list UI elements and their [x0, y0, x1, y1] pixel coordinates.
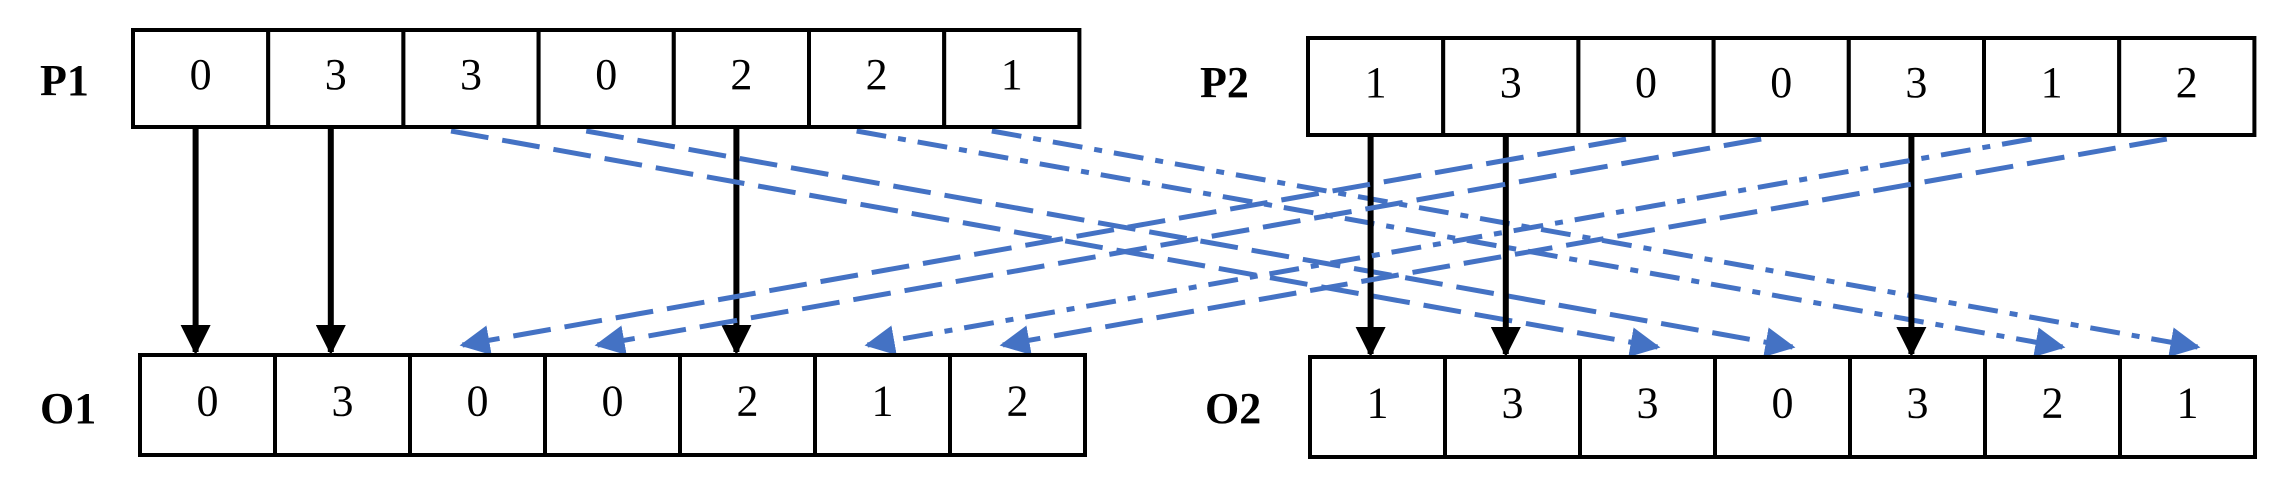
o2-cell-value-3: 0: [1772, 379, 1794, 428]
parent-2-cells: 1 3 0 0 3 1 2: [1306, 36, 2257, 137]
p1-cell-value-2: 3: [460, 50, 482, 99]
offspring-2-cells: 1 3 3 0 3 2 1: [1308, 355, 2257, 459]
p2-cell-4: [1846, 36, 1987, 137]
p1-cell-6: [942, 28, 1082, 129]
o2-cell-3: [1713, 355, 1852, 459]
o1-cell-2: [408, 353, 547, 457]
o1-cell-3: [543, 353, 682, 457]
p1-cell-3: [536, 28, 676, 129]
p2-cell-value-6: 2: [2176, 58, 2198, 107]
offspring-2-label: O2: [1205, 384, 1261, 433]
o1-cell-value-6: 2: [1007, 377, 1029, 426]
offspring-2-row: O2 1 3 3 0 3 2 1: [1205, 355, 2257, 459]
p2-cell-value-4: 3: [1905, 58, 1927, 107]
p2-cell-6: [2117, 36, 2257, 137]
o1-cell-value-3: 0: [602, 377, 624, 426]
o2-cell-6: [2118, 355, 2257, 459]
o1-cell-value-2: 0: [467, 377, 489, 426]
o1-cell-6: [948, 353, 1087, 457]
o1-cell-value-4: 2: [737, 377, 759, 426]
parent-2-label: P2: [1200, 58, 1249, 107]
o2-cell-value-6: 1: [2177, 379, 2199, 428]
arrow-p2-3-to-o1-3: [594, 136, 1762, 356]
o2-cell-value-0: 1: [1367, 379, 1389, 428]
parent-2-row: P2 1 3 0 0 3 1 2: [1200, 36, 2257, 137]
p2-cell-value-0: 1: [1365, 58, 1387, 107]
o1-cell-value-1: 3: [332, 377, 354, 426]
arrow-p1-3-to-o2-3: [585, 128, 1796, 358]
o2-cell-0: [1308, 355, 1447, 459]
o1-cell-5: [813, 353, 952, 457]
o2-cell-value-1: 3: [1502, 379, 1524, 428]
o2-cell-5: [1983, 355, 2122, 459]
p1-cell-value-3: 0: [595, 50, 617, 99]
p2-cell-0: [1306, 36, 1446, 137]
arrow-p2-5-to-o1-5: [864, 136, 2033, 356]
o1-cell-value-0: 0: [197, 377, 219, 426]
p2-cell-value-2: 0: [1635, 58, 1657, 107]
p2-cell-2: [1576, 36, 1716, 137]
p1-cell-value-4: 2: [730, 50, 752, 99]
p1-cell-value-1: 3: [325, 50, 347, 99]
p2-cell-value-3: 0: [1770, 58, 1792, 107]
arrow-p1-2-to-o2-2: [450, 128, 1661, 358]
offspring-1-label: O1: [40, 384, 96, 433]
p1-cell-value-6: 1: [1001, 50, 1023, 99]
p1-cell-5: [807, 28, 947, 129]
o1-cell-value-5: 1: [872, 377, 894, 426]
parent-1-label: P1: [40, 56, 89, 105]
p1-cell-value-0: 0: [190, 50, 212, 99]
p2-cell-value-1: 3: [1500, 58, 1522, 107]
mapping-arrows: [180, 127, 2201, 358]
o2-cell-value-2: 3: [1637, 379, 1659, 428]
p1-cell-value-5: 2: [866, 50, 888, 99]
offspring-1-row: O1 0 3 0 0 2 1 2: [40, 353, 1087, 457]
p2-cell-value-5: 1: [2041, 58, 2063, 107]
parent-1-row: P1 0 3 3 0 2 2 1: [40, 28, 1082, 129]
arrow-p1-6-to-o2-6: [991, 128, 2201, 358]
o1-cell-4: [678, 353, 817, 457]
arrow-p1-5-to-o2-5: [856, 128, 2066, 358]
arrow-p2-6-to-o1-6: [999, 136, 2168, 356]
offspring-1-cells: 0 3 0 0 2 1 2: [138, 353, 1087, 457]
arrow-p2-2-to-o1-2: [459, 136, 1627, 356]
o2-cell-value-5: 2: [2042, 379, 2064, 428]
o2-cell-1: [1443, 355, 1582, 459]
o1-cell-0: [138, 353, 277, 457]
parent-1-cells: 0 3 3 0 2 2 1: [131, 28, 1082, 129]
o2-cell-2: [1578, 355, 1717, 459]
o2-cell-value-4: 3: [1907, 379, 1929, 428]
p1-cell-1: [266, 28, 406, 129]
